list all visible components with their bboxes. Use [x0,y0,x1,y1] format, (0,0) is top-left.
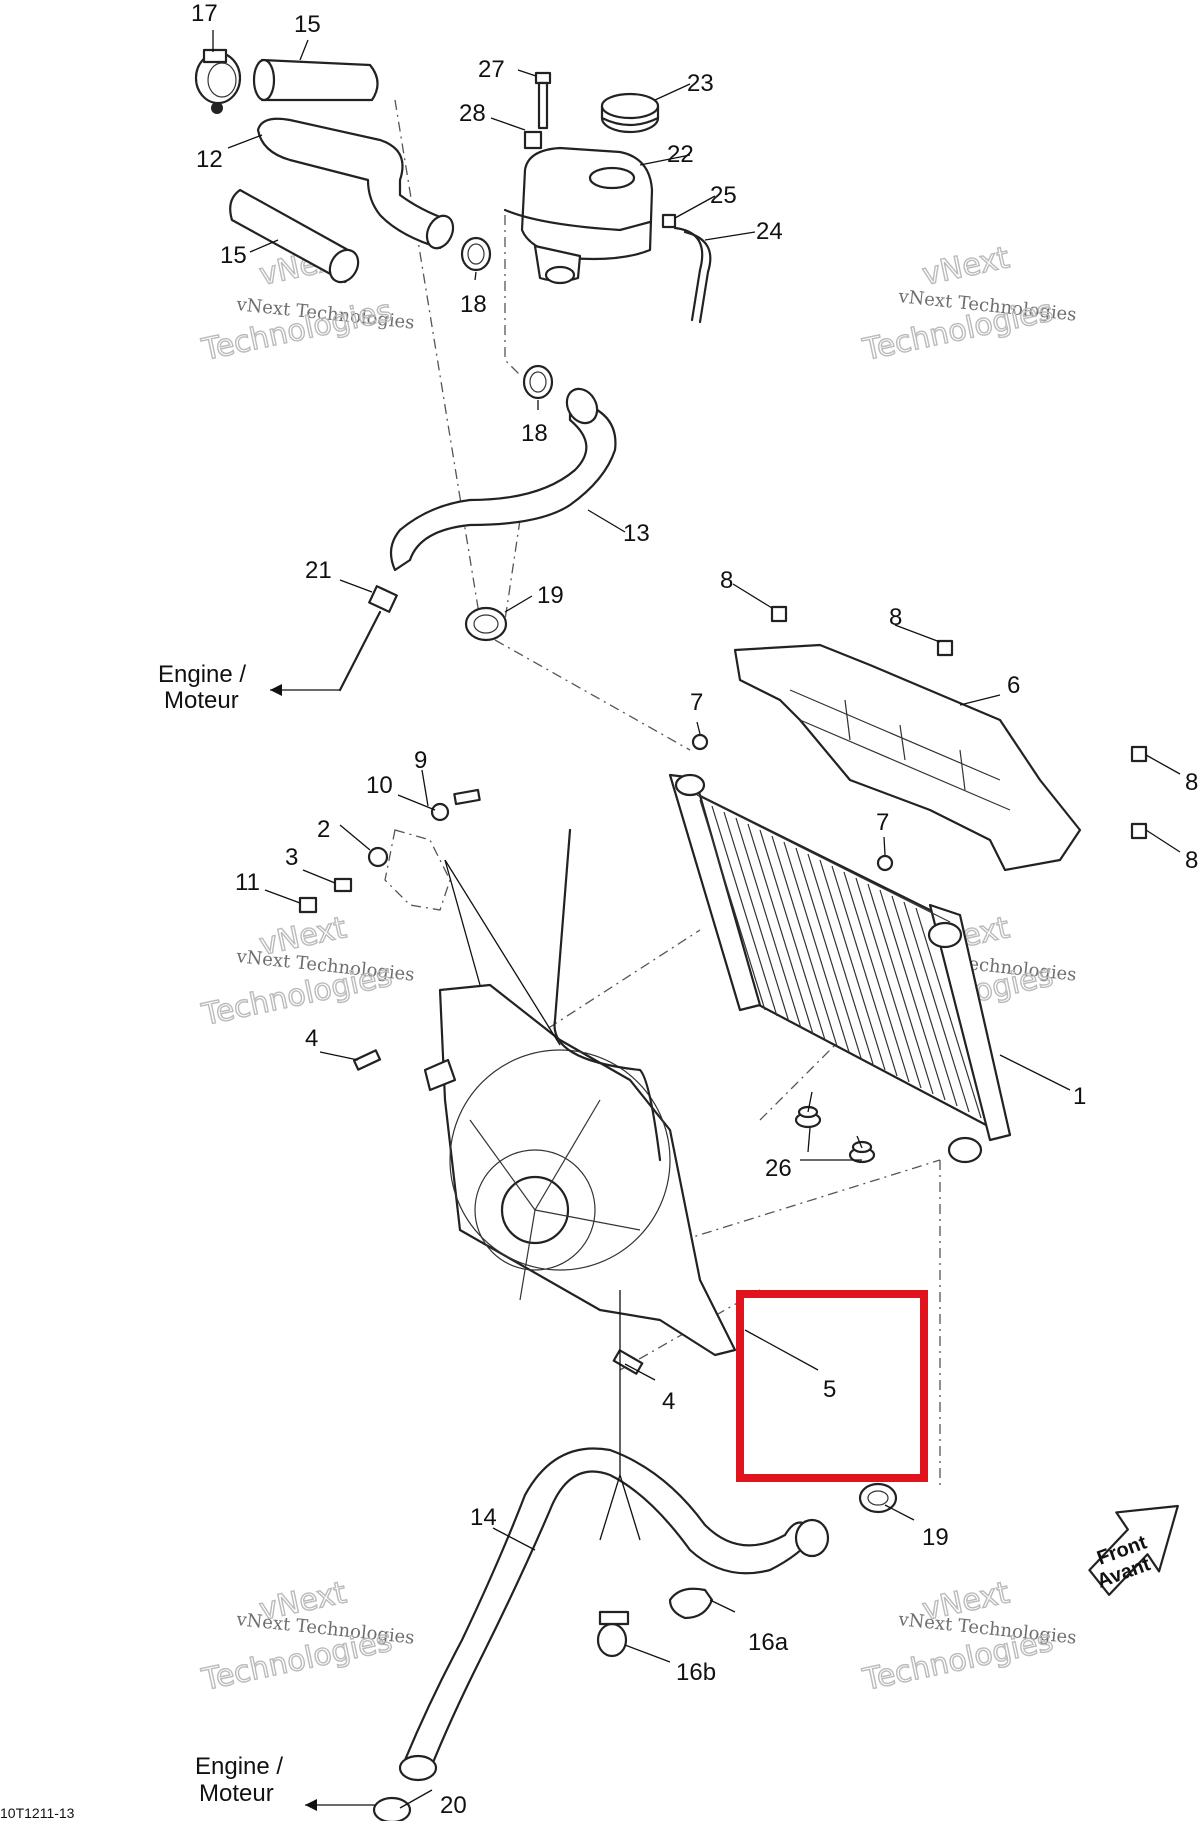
part-7-washer-b [876,854,894,872]
callout-20: 20 [440,1792,467,1819]
part-15-hose-upper [252,58,379,102]
callout-3: 3 [285,844,298,871]
part-22-expansion-tank [503,146,654,285]
engine-arrow-top [270,684,340,696]
part-26-grommet-b [848,1140,876,1164]
callout-19-lower: 19 [922,1524,949,1551]
callout-14: 14 [470,1504,497,1531]
radiator-fins [699,799,982,1119]
engine-label-bottom-line2: Moteur [199,1780,274,1807]
callout-4-lower: 4 [662,1388,675,1415]
fan-assembly [423,828,737,1357]
part-16b-clamp [596,1610,630,1658]
svg-text:vNext: vNext [919,240,1012,293]
part-10-washer [430,802,450,822]
callout-25: 25 [710,182,737,209]
callout-11: 11 [235,869,260,896]
engine-label-top-line1: Engine / [158,661,246,688]
part-3-spacer [333,877,353,893]
part-28-nut [523,130,543,150]
part-21-sensor [338,585,398,692]
callout-5: 5 [823,1376,836,1403]
callout-7-b: 7 [876,809,889,836]
leader-lines [212,30,1181,1809]
part-26-grommet-a [794,1105,822,1129]
callout-9: 9 [414,747,427,774]
part-25-fitting [661,213,677,229]
part-4-bolt-lower [612,1349,644,1375]
callout-2: 2 [317,816,330,843]
part-16a-clamp [668,1587,714,1620]
callout-23: 23 [687,70,714,97]
callout-18-upper: 18 [460,291,487,318]
watermark-top-right: vNext vNext Technologies Technologies [859,240,1078,369]
callout-28: 28 [459,100,486,127]
part-24-overflow-hose [673,226,712,324]
callout-1: 1 [1073,1083,1086,1110]
callout-8-c: 8 [1185,769,1198,796]
part-8-screw-d [1130,822,1148,840]
engine-label-top-line2: Moteur [164,687,239,714]
part-19-clamp-upper [464,606,508,642]
callout-6: 6 [1007,672,1020,699]
part-2-grommet [367,846,389,868]
callout-24: 24 [756,218,783,245]
direction-labels: Engine / Moteur Engine / Moteur Front Av… [158,661,1154,1807]
watermark-mid-left: vNext vNext Technologies Technologies [198,910,416,1034]
part-11-nut [298,896,318,914]
watermark-bottom-left: vNext vNext Technologies Technologies [198,1575,416,1699]
callout-27: 27 [478,56,505,83]
callout-12: 12 [196,146,223,173]
part-4-bolt-upper [352,1049,382,1071]
part-18-clamp-upper [460,236,492,272]
part-1-radiator [668,773,1012,1164]
callout-21: 21 [305,557,332,584]
part-15-hose-lower [229,188,360,284]
callout-16b: 16b [676,1659,716,1686]
callout-8-a: 8 [720,567,733,594]
callout-13: 13 [623,520,650,547]
callout-10: 10 [366,772,393,799]
part-23-cap [600,92,660,134]
part-6-bracket [733,643,1082,872]
part-8-screw-a [770,605,788,623]
part-13-hose [389,387,617,572]
callout-15-upper: 15 [294,11,321,38]
part-19-clamp-lower [858,1482,898,1514]
part-7-washer-a [691,733,709,751]
part-12-hose [256,117,455,250]
callout-15-lower: 15 [220,242,247,269]
part-8-screw-b [936,639,954,657]
part-14-lower-hose [398,1447,830,1782]
callout-labels: 17 15 12 15 18 18 27 28 23 22 25 24 13 2… [191,0,1198,1819]
part-8-screw-c [1130,745,1148,763]
diagram-code: 10T1211-13 [0,1805,75,1821]
callout-8-d: 8 [1185,847,1198,874]
front-arrow [1088,1504,1179,1596]
relay-bracket [384,829,451,911]
callout-7-a: 7 [690,689,703,716]
engine-label-bottom-line1: Engine / [195,1753,283,1780]
callout-16a: 16a [748,1629,789,1656]
callout-4-upper: 4 [305,1025,318,1052]
highlight-box-part-5 [736,1290,928,1482]
part-27-bolt [534,71,552,130]
callout-22: 22 [667,141,694,168]
part-9-bolt [453,788,481,806]
callout-8-b: 8 [889,604,902,631]
part-17-hose-clamp [194,48,242,114]
callout-17: 17 [191,0,218,27]
engine-arrow-bottom [305,1799,375,1811]
part-20-clamp [372,1796,412,1821]
callout-18-lower: 18 [521,420,548,447]
callout-19-upper: 19 [537,582,564,609]
callout-26: 26 [765,1155,792,1182]
part-18-clamp-lower [522,364,554,400]
watermark-bottom-right: vNext vNext Technologies Technologies [859,1575,1078,1699]
